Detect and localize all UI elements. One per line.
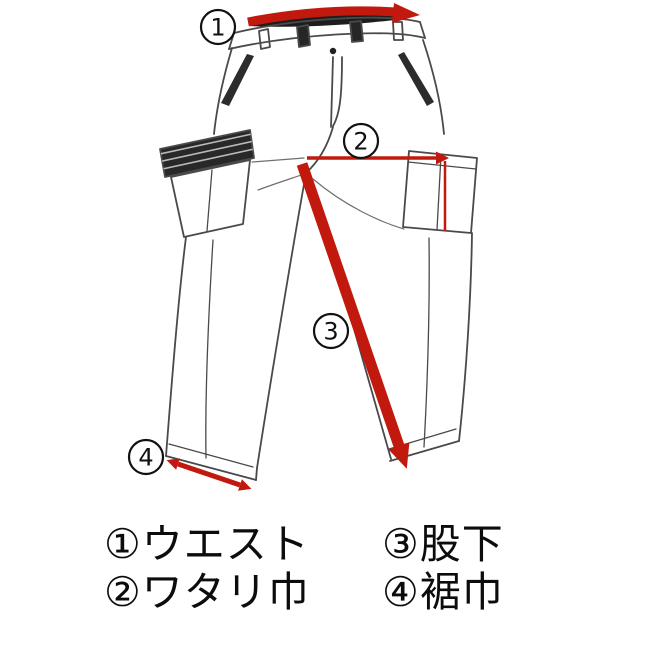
legend: ①ウエスト ③股下 ②ワタリ巾 ④裾巾 <box>104 521 504 616</box>
marker-waist: 1 <box>199 8 237 46</box>
legend-thigh-label: ワタリ巾 <box>141 568 310 615</box>
belt-loop <box>349 20 364 43</box>
belt-loop <box>296 24 311 48</box>
legend-item-inseam: ③股下 <box>382 521 504 568</box>
cargo-pocket-flap-left <box>159 129 255 178</box>
thigh-width-arrow <box>307 151 449 231</box>
marker-thigh: 2 <box>342 122 380 160</box>
legend-thigh-number: ② <box>104 568 142 615</box>
inseam-arrow <box>296 162 410 469</box>
legend-item-thigh: ②ワタリ巾 <box>104 568 382 616</box>
legend-item-hem: ④裾巾 <box>382 568 504 616</box>
belt-loop <box>258 28 271 50</box>
marker-thigh-number: 2 <box>353 128 368 156</box>
legend-inseam-label: 股下 <box>419 521 504 567</box>
pants-illustration <box>159 10 478 481</box>
belt-loop <box>392 21 404 41</box>
marker-inseam: 3 <box>312 312 350 350</box>
waist-arrow <box>247 3 420 27</box>
marker-hem: 4 <box>127 438 165 476</box>
legend-waist-label: ウエスト <box>141 521 310 567</box>
cargo-pocket-right <box>402 150 478 234</box>
marker-waist-number: 1 <box>210 14 225 42</box>
markers: 1 2 3 4 <box>127 8 380 476</box>
front-pocket-right <box>398 52 434 106</box>
legend-hem-number: ④ <box>382 568 420 615</box>
legend-inseam-number: ③ <box>382 521 420 567</box>
front-pocket-left <box>221 54 254 106</box>
legend-item-waist: ①ウエスト <box>104 521 382 568</box>
marker-inseam-number: 3 <box>323 318 338 346</box>
legend-hem-label: 裾巾 <box>419 568 504 615</box>
hem-width-arrow <box>166 458 252 491</box>
legend-waist-number: ① <box>104 521 142 567</box>
measurement-arrows <box>166 3 449 491</box>
waist-button <box>329 47 337 55</box>
cargo-pocket-left <box>170 159 251 238</box>
marker-hem-number: 4 <box>138 444 153 472</box>
